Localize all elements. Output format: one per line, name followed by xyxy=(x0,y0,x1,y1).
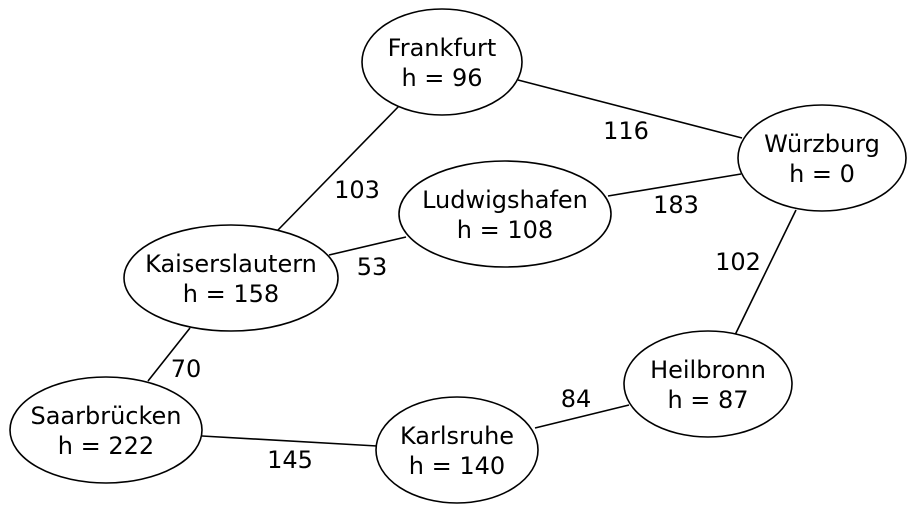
node-heuristic: h = 87 xyxy=(667,386,748,414)
edge-weight-kaiserslautern-ludwigshafen: 53 xyxy=(357,253,388,281)
node-name: Frankfurt xyxy=(388,34,497,62)
node-shape xyxy=(737,104,907,212)
edge-saarbrucken-karlsruhe xyxy=(201,435,378,447)
edge-kaiserslautern-saarbrucken xyxy=(147,327,191,382)
edge-weight-saarbrucken-karlsruhe: 145 xyxy=(267,446,313,474)
node-heuristic: h = 140 xyxy=(409,452,505,480)
node-shape xyxy=(398,160,612,268)
node-heilbronn: Heilbronn h = 87 xyxy=(623,330,793,438)
edge-weight-ludwigshafen-wurzburg: 183 xyxy=(653,191,699,219)
node-kaiserslautern: Kaiserslautern h = 158 xyxy=(123,224,339,332)
node-saarbrucken: Saarbrücken h = 222 xyxy=(9,376,203,484)
nodes: Frankfurt h = 96 Würzburg h = 0 Ludwigsh… xyxy=(9,8,907,504)
edge-weight-wurzburg-heilbronn: 102 xyxy=(715,248,761,276)
node-shape xyxy=(123,224,339,332)
edge-frankfurt-wurzburg xyxy=(517,79,743,139)
edge-weight-kaiserslautern-saarbrucken: 70 xyxy=(171,355,202,383)
node-shape xyxy=(375,396,539,504)
node-heuristic: h = 158 xyxy=(183,280,279,308)
node-heuristic: h = 108 xyxy=(457,216,553,244)
edge-weight-frankfurt-wurzburg: 116 xyxy=(603,117,649,145)
node-name: Karlsruhe xyxy=(400,422,514,450)
node-shape xyxy=(9,376,203,484)
node-ludwigshafen: Ludwigshafen h = 108 xyxy=(398,160,612,268)
node-frankfurt: Frankfurt h = 96 xyxy=(361,8,523,116)
edges: 116 103 183 53 102 70 145 84 xyxy=(147,79,797,474)
node-karlsruhe: Karlsruhe h = 140 xyxy=(375,396,539,504)
node-name: Kaiserslautern xyxy=(145,250,317,278)
edge-karlsruhe-heilbronn xyxy=(534,404,630,429)
node-heuristic: h = 96 xyxy=(401,64,482,92)
edge-frankfurt-kaiserslautern xyxy=(277,104,401,231)
edge-weight-karlsruhe-heilbronn: 84 xyxy=(561,385,592,413)
node-heuristic: h = 0 xyxy=(789,160,855,188)
edge-wurzburg-heilbronn xyxy=(734,209,797,336)
edge-kaiserslautern-ludwigshafen xyxy=(328,236,407,256)
node-name: Ludwigshafen xyxy=(422,186,588,214)
node-shape xyxy=(361,8,523,116)
node-name: Würzburg xyxy=(764,130,880,158)
edge-ludwigshafen-wurzburg xyxy=(607,173,742,197)
node-name: Heilbronn xyxy=(650,356,766,384)
edge-weight-frankfurt-kaiserslautern: 103 xyxy=(334,176,380,204)
node-wurzburg: Würzburg h = 0 xyxy=(737,104,907,212)
node-shape xyxy=(623,330,793,438)
node-name: Saarbrücken xyxy=(30,402,181,430)
node-heuristic: h = 222 xyxy=(58,432,154,460)
